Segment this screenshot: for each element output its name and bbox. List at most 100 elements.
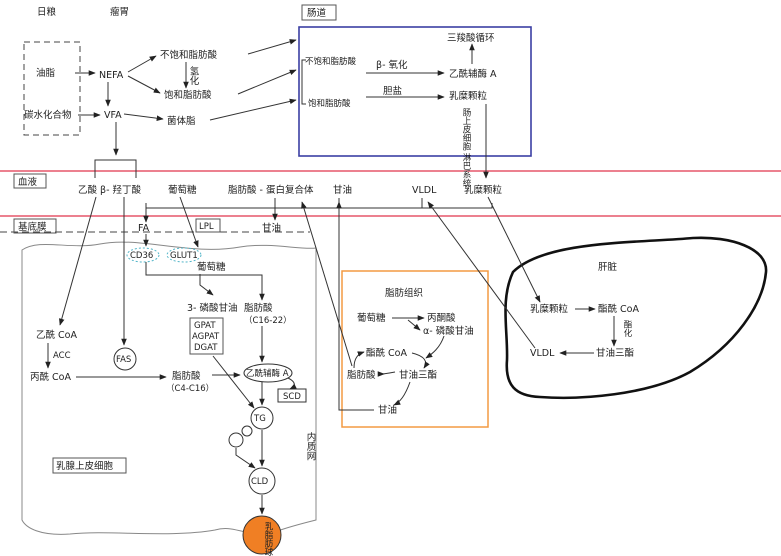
node-fa-c4-16: 脂肪酸	[172, 370, 201, 382]
fas-circle	[113, 347, 137, 371]
arrow-tg-fa	[377, 371, 396, 377]
cld-circle	[248, 467, 276, 495]
node-cell-glucose: 葡萄糖	[197, 261, 226, 273]
arrow-glucose-alphagp	[407, 319, 421, 331]
node-glut1: GLUT1	[170, 251, 198, 261]
label-mammary-cell: 乳腺上皮细胞	[56, 460, 114, 472]
node-rumen-sat-fa: 饱和脂肪酸	[164, 89, 212, 101]
node-blood-glycerol: 甘油	[333, 184, 352, 196]
arrow-nefa-unsat	[127, 55, 157, 73]
node-scd: SCD	[283, 392, 301, 402]
lipid-droplet-large	[228, 432, 244, 448]
node-rumen-unsat-fa: 不饱和脂肪酸	[160, 49, 218, 61]
node-blood-chylomicron: 乳糜颗粒	[464, 184, 503, 196]
node-liver-vldl: VLDL	[530, 348, 555, 359]
blood-connector-bar	[145, 203, 493, 209]
label-beta-oxidation: β- 氧化	[376, 59, 408, 71]
label-basement-membrane: 基底膜	[18, 221, 47, 233]
arrow-adi-glycerol-to-blood	[336, 201, 374, 411]
arrow-blood-chylo-liver	[487, 196, 541, 303]
node-milk-fat-globule: 乳脂肪球	[263, 521, 273, 556]
node-microbial-lipid: 菌体脂	[167, 115, 196, 127]
arrow-unsat-to-intestine	[247, 39, 297, 55]
bracket-vfa-blood	[94, 159, 137, 178]
lipid-droplet-small	[241, 425, 253, 437]
arrow-microbial-to-intestine	[209, 98, 297, 121]
node-adi-tg: 甘油三酯	[399, 369, 438, 381]
node-cld: CLD	[251, 477, 269, 487]
diet-dashed-box	[23, 41, 81, 136]
label-blood-frame	[13, 173, 47, 189]
arrow-glucose-g3p	[199, 274, 214, 296]
node-int-chylomicron: 乳糜颗粒	[449, 90, 488, 102]
node-liver-tg: 甘油三酯	[596, 347, 635, 359]
enzyme-agpat: AGPAT	[192, 332, 220, 342]
node-lpl: LPL	[199, 222, 214, 232]
node-tg: TG	[253, 414, 266, 424]
arrow-droplet-cld	[235, 448, 256, 469]
arrow-adi-fa-acyl	[353, 351, 365, 369]
enzyme-gpat: GPAT	[194, 321, 216, 331]
arrow-cd36-fa	[145, 262, 265, 301]
node-mam-acetyl-coa: 乙酰 CoA	[36, 329, 77, 341]
node-int-unsat-fa: 不饱和脂肪酸	[305, 56, 357, 67]
node-pyruvate: 丙酮酸	[427, 312, 456, 324]
cd36-ring	[126, 247, 160, 263]
arrow-g3p-tg	[212, 355, 255, 409]
node-int-acetyl-coa: 乙酰辅酶 A	[449, 68, 497, 80]
node-tca: 三羧酸循环	[447, 32, 495, 44]
label-hydrogenation: 氢化	[188, 65, 200, 86]
arrow-tg-glycerol	[393, 381, 411, 406]
node-diet-fat: 油脂	[36, 67, 56, 79]
arrow-acetate-acetylcoa	[59, 196, 97, 326]
arrow-liver-vldl-blood	[427, 201, 536, 349]
node-fa-protein: 脂肪酸 - 蛋白复合体	[228, 184, 314, 196]
label-esterification: 酯化	[622, 320, 632, 338]
node-blood-vldl: VLDL	[412, 185, 437, 196]
node-blood-glucose: 葡萄糖	[168, 184, 197, 196]
arrow-vfa-microbial	[123, 113, 164, 121]
intestine-box	[298, 26, 532, 157]
node-adi-fa: 脂肪酸	[347, 369, 376, 381]
label-rumen: 瘤胃	[110, 6, 129, 18]
label-liver: 肝脏	[598, 261, 618, 273]
arrow-scd-loop	[287, 377, 297, 390]
node-fa-c4-16-sub: （C4-C16）	[166, 383, 214, 394]
node-g3p: 3- 磷酸甘油	[187, 302, 238, 314]
arrow-sat-to-intestine	[237, 69, 297, 95]
node-acetate-bhb: 乙酸 β- 羟丁酸	[78, 184, 142, 196]
lpl-box	[195, 218, 221, 233]
glut1-ring	[166, 247, 202, 263]
enzyme-box	[189, 317, 224, 355]
label-er: 内质网	[305, 431, 317, 461]
node-mam-acyl-coa: 乙酰辅酶 A	[246, 368, 289, 379]
mammary-cell-outline	[21, 241, 317, 535]
node-nefa: NEFA	[99, 70, 124, 81]
label-lymph: 肠上皮细胞 淋巴系统	[461, 108, 471, 188]
node-fa-c16-22-sub: （C16-22）	[244, 315, 292, 326]
label-intestine: 肠道	[307, 7, 327, 19]
node-adi-acyl-coa: 酯酰 CoA	[366, 347, 407, 359]
arrow-acyl-adi-tg	[411, 352, 430, 369]
node-fa-c16-22: 脂肪酸	[244, 302, 273, 314]
label-bile: 胆盐	[383, 85, 403, 97]
node-cd36: CD36	[130, 251, 153, 261]
node-vfa: VFA	[104, 110, 122, 121]
arrow-glucose-glut1	[179, 196, 199, 248]
label-intestine-frame	[301, 4, 337, 21]
node-int-sat-fa: 饱和脂肪酸	[308, 98, 351, 109]
bracket-intestine-fa	[301, 59, 306, 105]
label-adipose: 脂肪组织	[385, 287, 423, 299]
arrow-alphagp-tg	[425, 335, 445, 359]
arrow-nefa-sat	[127, 75, 161, 94]
node-adi-glucose: 葡萄糖	[357, 312, 386, 324]
label-blood: 血液	[18, 176, 38, 188]
label-mammary-frame	[52, 457, 127, 474]
milk-fat-globule	[242, 515, 282, 555]
acyl-coa-ellipse	[243, 363, 293, 383]
node-alpha-gp: α- 磷酸甘油	[423, 325, 474, 337]
node-liver-chylomicron: 乳糜颗粒	[530, 303, 569, 315]
label-diet: 日粮	[37, 6, 57, 18]
label-acc: ACC	[53, 351, 71, 361]
